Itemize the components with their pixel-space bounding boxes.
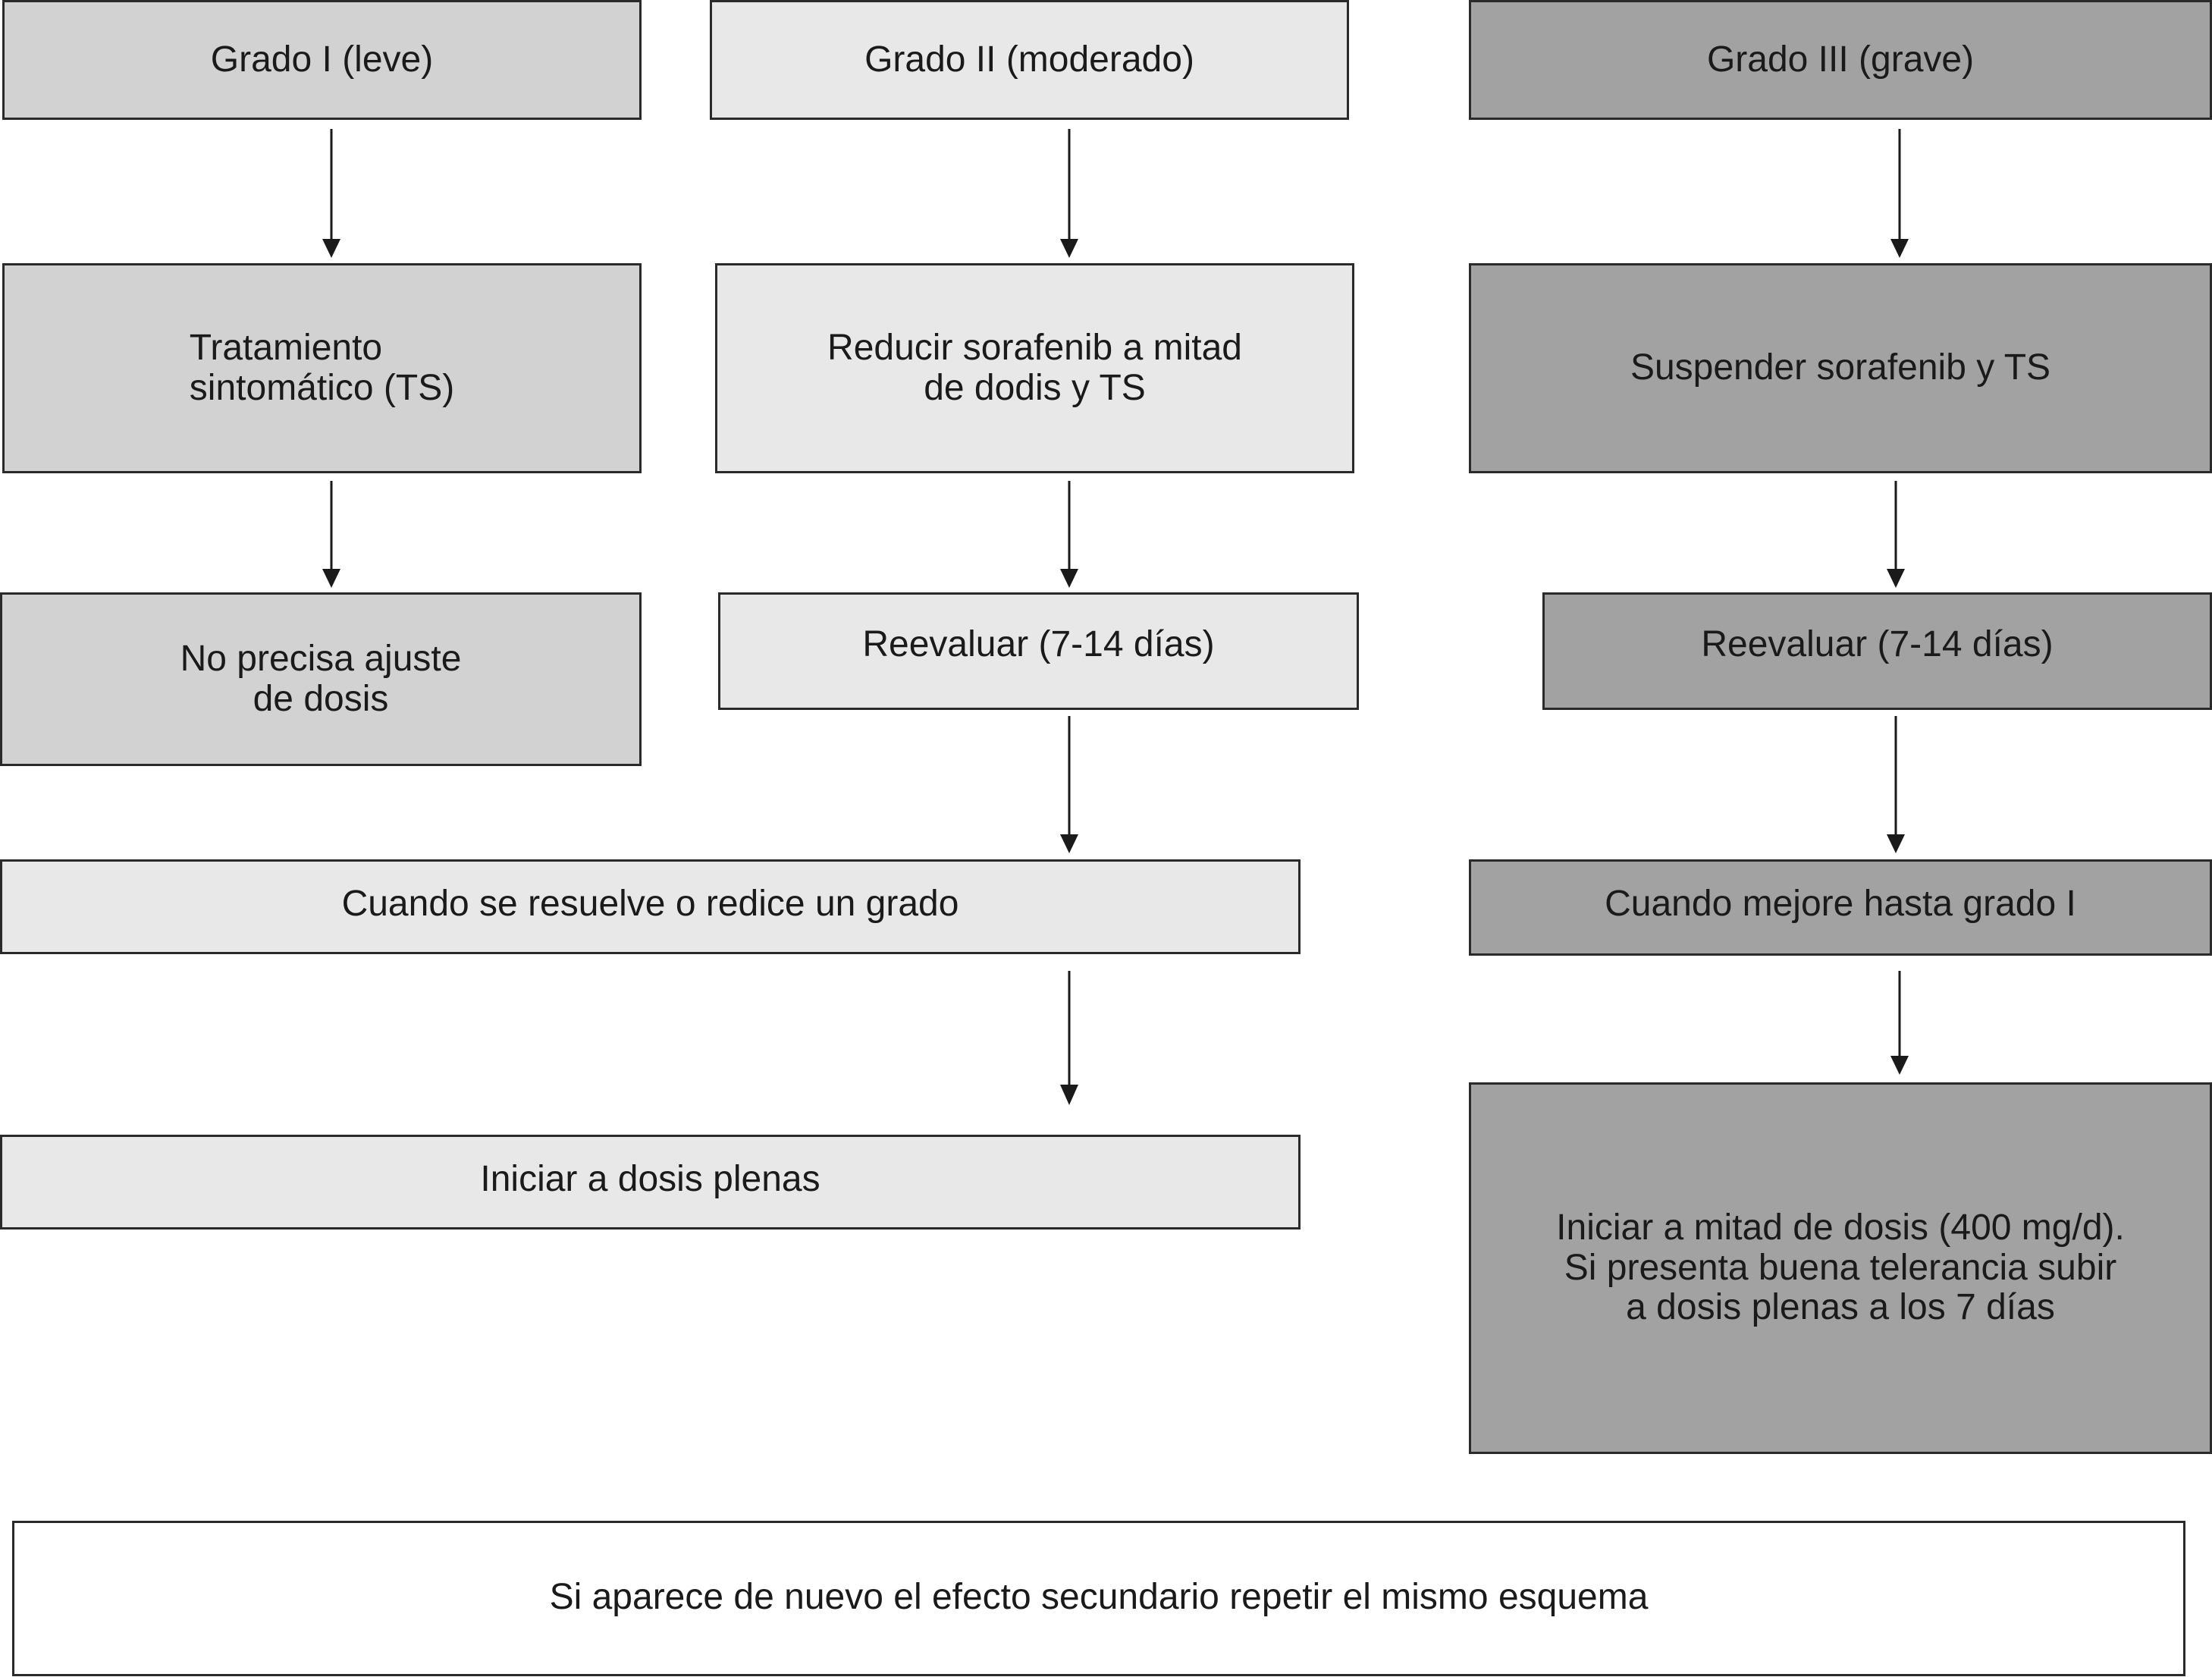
arrowhead-g3-1 bbox=[1890, 239, 1909, 258]
grade-3-header: Grado III (grave) bbox=[1469, 0, 2212, 120]
arrowhead-g2-3 bbox=[1060, 834, 1078, 853]
grade-3-reevaluate: Reevaluar (7-14 días) bbox=[1542, 592, 2212, 710]
grade-2-step2-label: Reevaluar (7-14 días) bbox=[862, 624, 1215, 664]
arrowhead-g2-1 bbox=[1060, 239, 1078, 258]
grade-1-header: Grado I (leve) bbox=[2, 0, 642, 120]
grade-3-step3-label: Cuando mejore hasta grado I bbox=[1605, 884, 2076, 924]
grade-2-header-label: Grado II (moderado) bbox=[864, 39, 1194, 80]
footer-note-text: Si aparece de nuevo el efecto secundario… bbox=[549, 1577, 1649, 1617]
grade-2-when-resolved: Cuando se resuelve o redice un grado bbox=[0, 859, 1301, 954]
grade-3-header-label: Grado III (grave) bbox=[1706, 39, 1975, 80]
grade-2-full-dose: Iniciar a dosis plenas bbox=[0, 1135, 1301, 1229]
footer-note: Si aparece de nuevo el efecto secundario… bbox=[12, 1521, 2185, 1676]
arrowhead-g3-3 bbox=[1887, 834, 1905, 853]
arrowhead-g3-2 bbox=[1887, 569, 1905, 588]
grade-1-no-adjustment: No precisa ajuste de dosis bbox=[0, 592, 642, 766]
grade-2-step4-label: Iniciar a dosis plenas bbox=[480, 1159, 820, 1199]
grade-2-step1-label: Reducir sorafenib a mitad de dodis y TS bbox=[827, 327, 1242, 408]
grade-3-step2-label: Reevaluar (7-14 días) bbox=[1701, 624, 2054, 664]
grade-1-step2-label: No precisa ajuste de dosis bbox=[180, 638, 462, 719]
grade-2-reevaluate: Reevaluar (7-14 días) bbox=[718, 592, 1359, 710]
grade-3-step1-label: Suspender sorafenib y TS bbox=[1630, 347, 2051, 388]
grade-2-reduce-dose: Reducir sorafenib a mitad de dodis y TS bbox=[715, 263, 1354, 473]
grade-1-step1-label: Tratamiento sintomático (TS) bbox=[189, 327, 455, 408]
grade-1-header-label: Grado I (leve) bbox=[210, 39, 434, 80]
grade-2-header: Grado II (moderado) bbox=[710, 0, 1349, 120]
arrowhead-g3-4 bbox=[1890, 1056, 1909, 1075]
arrowhead-g2-2 bbox=[1060, 569, 1078, 588]
grade-3-suspend: Suspender sorafenib y TS bbox=[1469, 263, 2212, 473]
grade-3-half-dose: Iniciar a mitad de dosis (400 mg/d). Si … bbox=[1469, 1082, 2212, 1454]
grade-1-symptomatic-treatment: Tratamiento sintomático (TS) bbox=[2, 263, 642, 473]
grade-2-step3-label: Cuando se resuelve o redice un grado bbox=[341, 884, 959, 924]
arrowhead-g1-2 bbox=[322, 569, 340, 588]
arrowhead-g2-4 bbox=[1060, 1085, 1078, 1105]
grade-3-when-improved: Cuando mejore hasta grado I bbox=[1469, 859, 2212, 956]
arrowhead-g1-1 bbox=[322, 239, 340, 258]
grade-3-step4-label: Iniciar a mitad de dosis (400 mg/d). Si … bbox=[1556, 1207, 2125, 1328]
